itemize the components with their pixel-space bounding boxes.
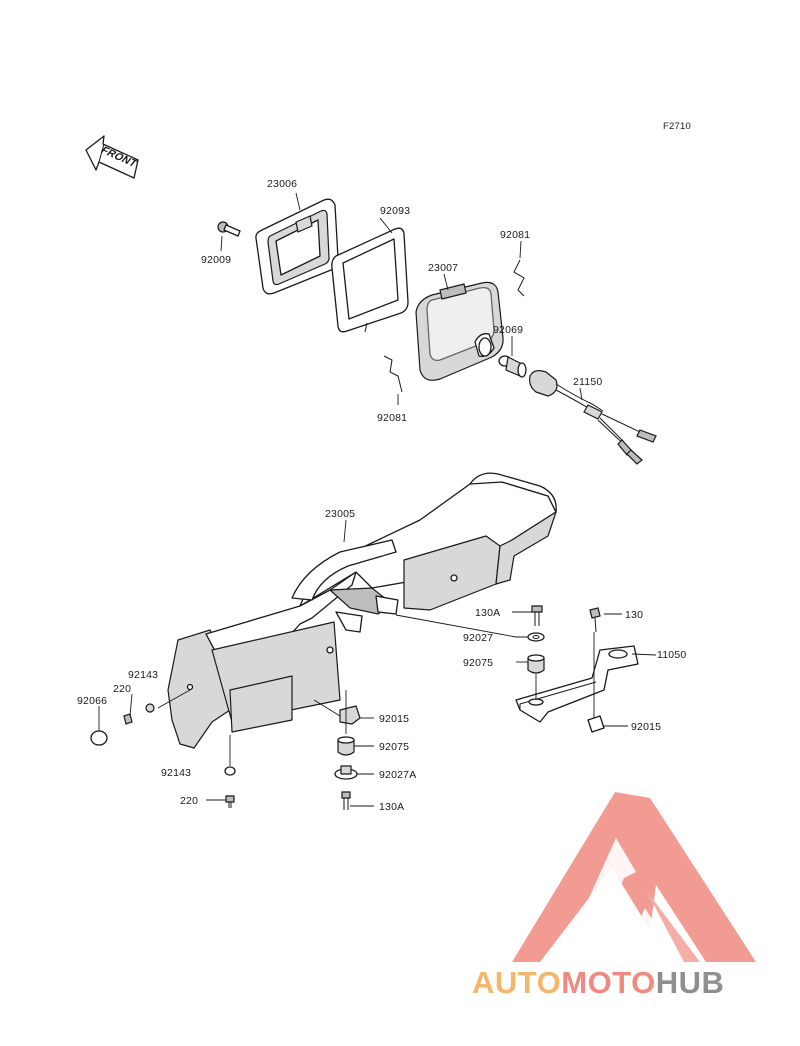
mounting-bracket (515, 645, 639, 723)
washer-92027A-center (334, 765, 358, 780)
label-130A-right: 130A (475, 607, 500, 619)
spring-clip-upper (513, 259, 525, 297)
label-92075-center: 92075 (379, 741, 409, 753)
label-92027A: 92027A (379, 769, 416, 781)
leader-lines (98, 192, 657, 807)
label-21150: 21150 (573, 376, 602, 388)
headlight-rim (255, 198, 339, 295)
label-92143-lower: 92143 (161, 767, 191, 779)
nut-92015-right (587, 715, 605, 733)
label-92027: 92027 (463, 632, 493, 644)
headlight-housing (415, 281, 504, 381)
bolt-130A-center (341, 791, 351, 810)
watermark-triangle-outer (512, 792, 756, 962)
figure-ref: F2710 (663, 121, 691, 132)
label-92075-right: 92075 (463, 657, 493, 669)
label-92015-center: 92015 (379, 713, 409, 725)
label-130A-center: 130A (379, 801, 404, 813)
cap-92066 (90, 730, 108, 746)
label-130: 130 (625, 609, 643, 621)
automotohub-watermark-logo (512, 792, 756, 962)
nut-92015-center (339, 705, 361, 725)
socket-harness (529, 370, 657, 465)
watermark-text-hub: HUB (656, 965, 725, 1000)
watermark-text-auto: AUTO (472, 965, 561, 1000)
label-23006: 23006 (267, 178, 297, 190)
headlight-gasket (331, 227, 409, 333)
watermark-triangle-inner (560, 838, 664, 962)
rim-screw (217, 221, 241, 237)
label-92081-upper: 92081 (500, 229, 530, 241)
label-92143-upper: 92143 (128, 669, 158, 681)
front-arrow-icon: FRONT (85, 135, 140, 179)
label-92015-right: 92015 (631, 721, 661, 733)
spring-clip-lower (383, 355, 403, 393)
washer-92027-right (527, 632, 545, 642)
label-92069: 92069 (493, 324, 523, 336)
headlight-cowl (167, 472, 557, 749)
label-23005: 23005 (325, 508, 355, 520)
grommet-92143-lower (224, 766, 236, 776)
rubber-92075-right (527, 654, 545, 674)
label-92081-lower: 92081 (377, 412, 407, 424)
label-11050: 11050 (657, 649, 686, 661)
screw-220-upper (123, 713, 133, 725)
watermark-text: AUTOMOTOHUB (472, 965, 724, 1000)
label-23007: 23007 (428, 262, 458, 274)
grommet-92143-upper (145, 703, 155, 713)
screw-220-lower (225, 795, 235, 808)
headlight-bulb (498, 355, 527, 378)
bolt-130-right (589, 607, 601, 633)
label-92009: 92009 (201, 254, 231, 266)
watermark-text-moto: MOTO (561, 965, 655, 1000)
bolt-130A-right (531, 605, 543, 626)
label-92093: 92093 (380, 205, 410, 217)
label-220-upper: 220 (113, 683, 131, 695)
rubber-92075-center (337, 736, 355, 756)
label-220-lower: 220 (180, 795, 198, 807)
label-92066: 92066 (77, 695, 107, 707)
